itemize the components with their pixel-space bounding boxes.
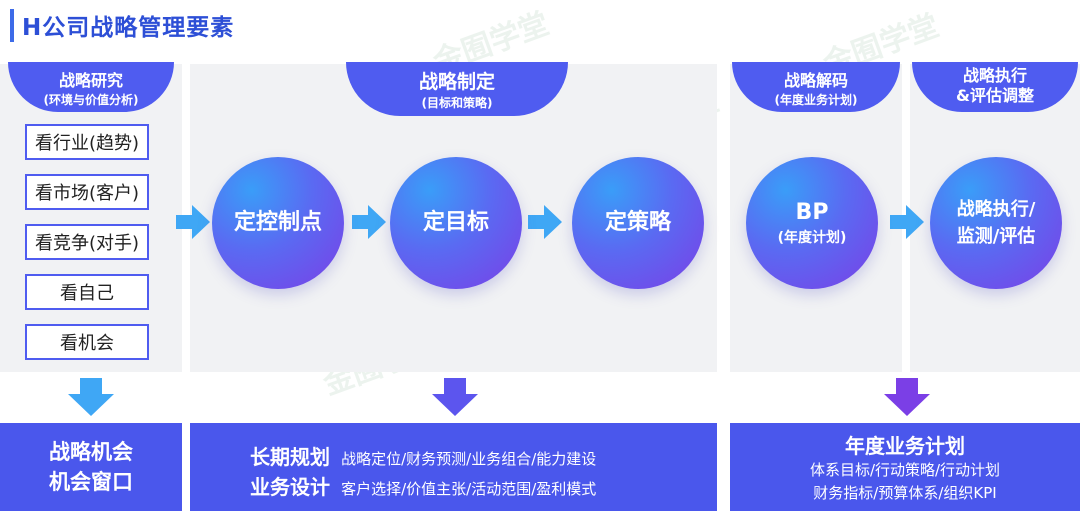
header-decode-sub: (年度业务计划) [774, 93, 858, 107]
planning-row-2: 业务设计 客户选择/价值主张/活动范围/盈利模式 [250, 471, 596, 500]
header-decode: 战略解码 (年度业务计划) [732, 62, 900, 112]
circle-execution-line1: 战略执行/ [956, 199, 1036, 220]
circle-bp: BP (年度计划) [746, 157, 878, 289]
arrow-right-icon [890, 205, 924, 239]
research-item-opportunity: 看机会 [25, 324, 149, 360]
header-formulate-sub: (目标和策略) [421, 96, 493, 110]
bottom-opportunity-line2: 机会窗口 [49, 470, 133, 494]
header-research: 战略研究 (环境与价值分析) [8, 62, 174, 112]
research-item-competition: 看竞争(对手) [25, 224, 149, 260]
circle-control-points: 定控制点 [212, 157, 344, 289]
title-accent-bar [10, 9, 14, 42]
header-research-title: 战略研究 [58, 71, 123, 90]
circle-bp-label: BP [795, 200, 829, 225]
header-decode-title: 战略解码 [783, 71, 848, 90]
header-execute-title2: &评估调整 [956, 86, 1034, 105]
bottom-opportunity: 战略机会 机会窗口 [0, 423, 182, 511]
circle-strategy: 定策略 [572, 157, 704, 289]
circle-target-label: 定目标 [422, 210, 489, 235]
panel-research [0, 64, 182, 372]
research-item-market: 看市场(客户) [25, 174, 149, 210]
research-item-self: 看自己 [25, 274, 149, 310]
annual-plan-text2: 财务指标/预算体系/组织KPI [813, 484, 997, 502]
bottom-planning: 长期规划 战略定位/财务预测/业务组合/能力建设 业务设计 客户选择/价值主张/… [190, 423, 717, 511]
long-term-plan-label: 长期规划 [250, 445, 330, 469]
arrow-right-icon [352, 205, 386, 239]
long-term-plan-text: 战略定位/财务预测/业务组合/能力建设 [341, 450, 597, 468]
page-title: H公司战略管理要素 [22, 15, 235, 41]
arrow-down-icon [432, 378, 478, 416]
business-design-text: 客户选择/价值主张/活动范围/盈利模式 [341, 480, 597, 498]
header-formulate: 战略制定 (目标和策略) [346, 62, 568, 116]
circle-control-points-label: 定控制点 [233, 210, 322, 235]
circle-execution: 战略执行/ 监测/评估 [930, 157, 1062, 289]
bottom-annual-plan: 年度业务计划 体系目标/行动策略/行动计划 财务指标/预算体系/组织KPI [730, 423, 1080, 511]
arrow-down-icon [884, 378, 930, 416]
research-item-industry: 看行业(趋势) [25, 124, 149, 160]
circle-strategy-label: 定策略 [604, 210, 671, 235]
circle-execution-line2: 监测/评估 [956, 226, 1036, 247]
arrow-right-icon [528, 205, 562, 239]
header-execute-title: 战略执行 [962, 66, 1027, 85]
annual-plan-text1: 体系目标/行动策略/行动计划 [809, 461, 1001, 479]
bottom-opportunity-line1: 战略机会 [49, 440, 133, 464]
header-formulate-title: 战略制定 [418, 71, 495, 93]
header-research-sub: (环境与价值分析) [43, 93, 139, 107]
circle-target: 定目标 [390, 157, 522, 289]
arrow-right-icon [176, 205, 210, 239]
header-execute: 战略执行 &评估调整 [912, 62, 1078, 112]
annual-plan-title: 年度业务计划 [845, 434, 965, 458]
circle-bp-sub: (年度计划) [777, 230, 847, 246]
business-design-label: 业务设计 [250, 475, 330, 499]
planning-row-1: 长期规划 战略定位/财务预测/业务组合/能力建设 [250, 441, 596, 470]
arrow-down-icon [68, 378, 114, 416]
